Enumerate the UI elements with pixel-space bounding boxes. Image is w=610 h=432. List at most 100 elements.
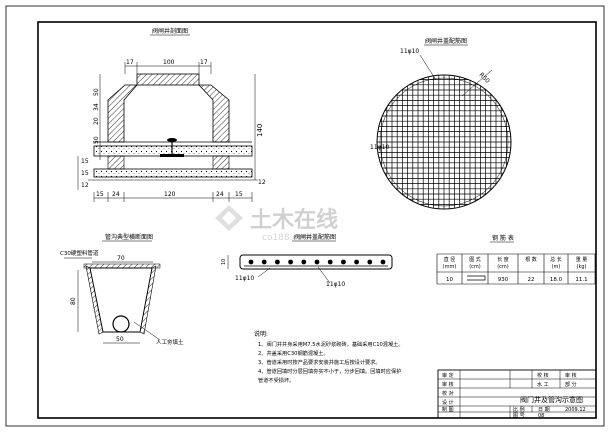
note-line: 4、管道回填时分层回填夯实不小于，分步回填。回填时应保护: [258, 367, 401, 375]
left-dimensions: 50 34 20 50 15 15 12: [77, 74, 101, 190]
table-cell: 11.1: [575, 277, 587, 283]
svg-text:R50: R50: [478, 71, 491, 84]
svg-text:校 核: 校 核: [537, 372, 549, 379]
svg-text:审 核: 审 核: [442, 381, 454, 388]
plate-bar-dot: [261, 259, 267, 265]
table-header-cell: (mm): [443, 264, 457, 270]
svg-text:制 图: 制 图: [442, 406, 454, 413]
table-header-cell: 根 数: [525, 256, 537, 263]
svg-text:50: 50: [93, 88, 100, 96]
table-header-cell: (m): [552, 264, 561, 270]
svg-text:11φ10: 11φ10: [326, 281, 345, 288]
svg-text:50: 50: [93, 136, 100, 144]
svg-text:15: 15: [81, 158, 89, 165]
svg-text:水 工: 水 工: [537, 381, 549, 388]
svg-text:审 核: 审 核: [565, 372, 577, 379]
svg-text:100: 100: [163, 59, 175, 66]
svg-text:50: 50: [116, 336, 124, 343]
note-line: 3、管道采用时按产品要求安装并施工后按设计要求。: [258, 358, 381, 366]
svg-text:人工夯填土: 人工夯填土: [156, 338, 184, 346]
plate-rebar-title: 阀闸井盖配筋图: [294, 233, 336, 241]
plate-bars: [248, 259, 386, 265]
svg-text:11φ10: 11φ10: [400, 48, 419, 55]
notes: 说明: 1、阀门井井身采用M7.5水泥砂浆砌砖，基础采用C10混凝土。2、井盖采…: [254, 330, 404, 384]
watermark: 土木在线 co188.com: [215, 205, 338, 243]
note-line: 1、阀门井井身采用M7.5水泥砂浆砌砖，基础采用C10混凝土。: [258, 340, 404, 348]
cover-rebar-title: 阀闸井盖配筋图: [425, 37, 467, 45]
notes-title: 说明:: [254, 330, 268, 338]
table-cell: 10: [446, 277, 453, 283]
rebar-grid: [377, 75, 511, 209]
table-cell: 22: [528, 277, 535, 283]
valve-well-section: 阀闸井剖面图 17 100 17: [77, 27, 266, 202]
table-header-cell: 总 长: [550, 256, 562, 263]
svg-text:比 例: 比 例: [513, 406, 525, 413]
table-header-cell: 直 径: [444, 256, 456, 263]
svg-text:80: 80: [70, 297, 77, 305]
svg-text:20: 20: [93, 117, 100, 125]
plate-bar-dot: [341, 259, 346, 265]
plate-bar-dot: [354, 259, 359, 265]
plate-bar-dot: [314, 259, 320, 265]
svg-text:图 号: 图 号: [513, 413, 525, 419]
table-header-cell: (cm): [469, 264, 481, 270]
svg-text:校 对: 校 对: [442, 390, 454, 397]
svg-text:co188.com: co188.com: [262, 233, 312, 243]
plate-bar-dot: [288, 259, 293, 265]
svg-text:140: 140: [256, 124, 264, 137]
svg-text:设 计: 设 计: [442, 399, 454, 406]
svg-text:12: 12: [258, 179, 266, 186]
table-header-cell: 图 式: [469, 256, 481, 263]
left-wall: [107, 84, 138, 143]
watermark-logo-icon: [215, 205, 243, 231]
cover-slab: [136, 73, 200, 86]
svg-text:钢 筋 表: 钢 筋 表: [492, 234, 514, 242]
outer-border: [5, 5, 605, 427]
svg-text:15: 15: [96, 191, 104, 198]
plate-bar-dot: [248, 259, 254, 265]
inner-border: [37, 21, 597, 419]
svg-text:120: 120: [164, 191, 176, 198]
svg-text:08: 08: [538, 413, 544, 419]
svg-text:审 定: 审 定: [442, 372, 454, 379]
table-header-cell: (cm): [497, 264, 509, 270]
bottom-dimensions: 15 24 120 24 15: [93, 191, 253, 202]
top-dimensions: 17 100 17: [124, 59, 212, 74]
plate-bar-dot: [367, 259, 373, 265]
svg-text:日 期: 日 期: [538, 407, 550, 413]
svg-text:17: 17: [126, 59, 134, 66]
note-line: 2、井盖采用C30钢筋混凝土。: [258, 349, 329, 357]
table-header-cell: (kg): [577, 264, 587, 270]
valve-handwheel: [167, 138, 177, 142]
bar-shape-icon: [467, 275, 486, 281]
plate-bar-dot: [301, 259, 307, 265]
right-dimensions: 140 12: [254, 74, 266, 186]
cover-rebar-plan: 阀闸井盖配筋图 11φ10 11φ10 R50: [370, 37, 512, 210]
table-cell: 930: [498, 277, 509, 283]
svg-text:70: 70: [117, 255, 125, 262]
right-wall: [198, 84, 230, 143]
svg-text:土木在线: 土木在线: [250, 207, 338, 233]
drawing-title: 阀门井及管沟示意图: [520, 395, 583, 404]
note-line: 管道不受损坏。: [258, 376, 294, 384]
table-header-cell: 重 量: [576, 256, 588, 263]
svg-text:15: 15: [81, 170, 89, 177]
valve-section-title: 阀闸井剖面图: [152, 27, 188, 35]
svg-text:11φ10: 11φ10: [370, 144, 389, 151]
svg-text:10: 10: [221, 259, 227, 265]
plate-bar-dot: [275, 259, 280, 265]
svg-text:15: 15: [235, 191, 243, 198]
plate-bar-dot: [327, 259, 333, 265]
rebar-table: 钢 筋 表 直 径(mm)图 式(cm)长 度(cm)根 数总 长(m)重 量(…: [436, 234, 596, 285]
svg-text:24: 24: [112, 191, 120, 198]
svg-text:12: 12: [81, 182, 89, 189]
foundation: [93, 168, 253, 178]
svg-text:2009.12: 2009.12: [565, 407, 586, 413]
pipe-circle: [112, 315, 130, 333]
table-cell: 18.0: [550, 277, 563, 283]
svg-text:34: 34: [93, 103, 100, 111]
table-header-cell: 长 度: [497, 256, 509, 263]
plate-bar-dot: [380, 259, 386, 265]
svg-text:C30硬塑料管道: C30硬塑料管道: [60, 249, 99, 257]
